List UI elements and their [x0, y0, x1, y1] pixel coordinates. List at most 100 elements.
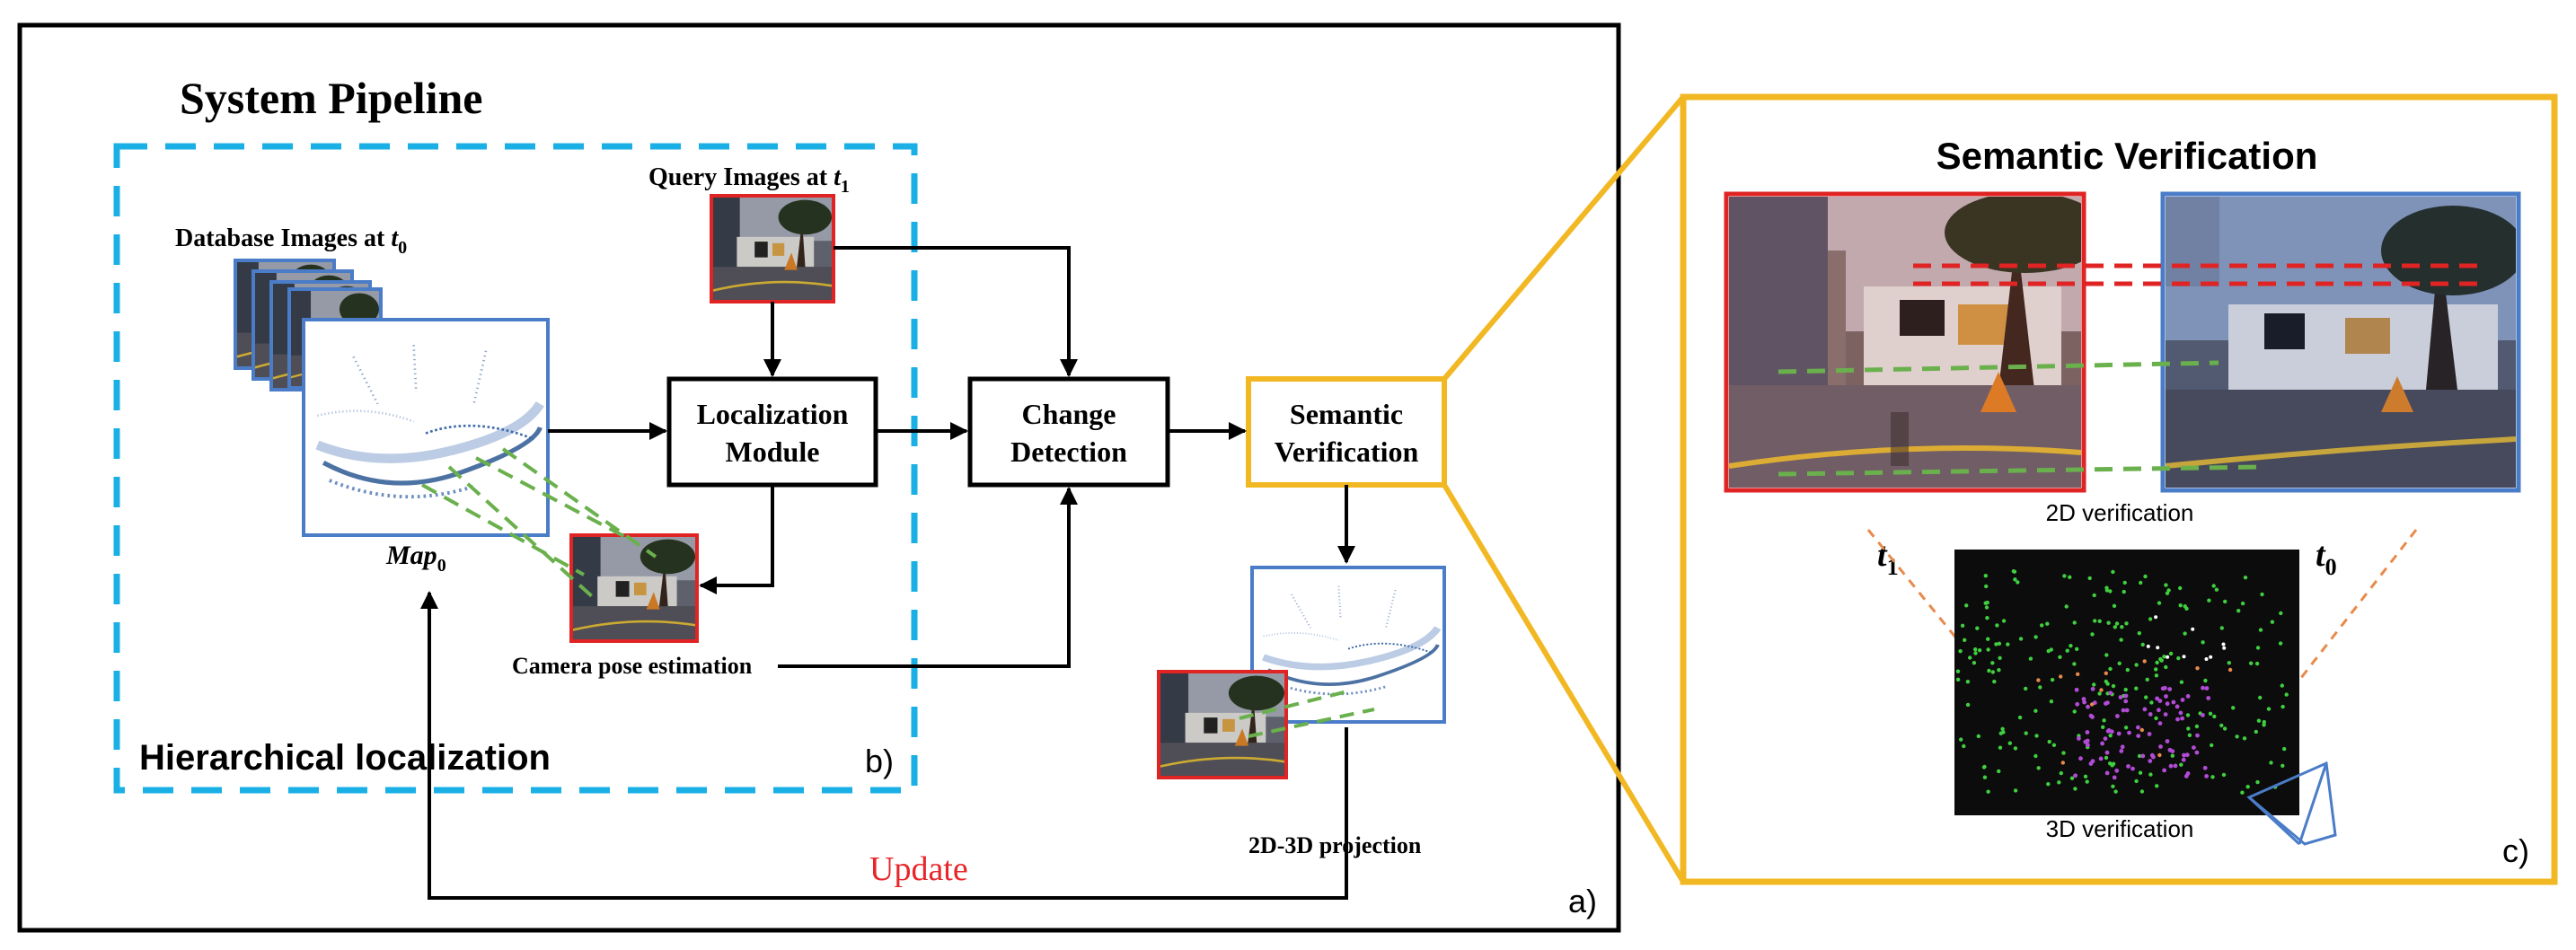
scatter-point: [2139, 789, 2145, 794]
scatter-point: [2148, 759, 2153, 763]
scatter-point: [2104, 653, 2109, 657]
panel-c-frame: [1680, 93, 2558, 885]
scatter-point: [2098, 756, 2104, 761]
scatter-point: [2072, 709, 2077, 714]
map-match-lines: [421, 447, 657, 599]
panel-a: System Pipeline a): [17, 22, 1621, 933]
scatter-point: [2204, 774, 2210, 778]
scatter-point: [2185, 713, 2191, 717]
scatter-point: [2115, 714, 2120, 718]
scatter-point: [2111, 683, 2116, 689]
scatter-points: [1955, 569, 2289, 795]
scatter-point: [1998, 655, 2002, 660]
scatter-point: [2221, 772, 2227, 778]
scatter-point: [2163, 685, 2167, 691]
scatter-point: [2145, 677, 2149, 682]
scatter-point: [2148, 712, 2153, 717]
scatter-point: [2236, 609, 2241, 613]
zoom-connectors: [1442, 95, 1686, 884]
scatter-point: [2222, 726, 2228, 731]
camera-pose-label: Camera pose estimation: [512, 653, 753, 679]
scatter-point: [2064, 604, 2069, 609]
scatter-point: [2222, 646, 2227, 650]
scatter-point: [2081, 697, 2086, 701]
scatter-point: [2007, 741, 2012, 745]
scatter-point: [2033, 753, 2038, 759]
scatter-point: [2089, 702, 2095, 707]
scatter-point: [2075, 701, 2080, 707]
scatter-point: [2065, 648, 2069, 653]
scatter-point: [2210, 775, 2215, 779]
scatter-point: [2086, 704, 2090, 709]
scatter-point: [2114, 621, 2120, 626]
scatter-point: [2108, 734, 2113, 738]
scatter-point: [2116, 731, 2122, 736]
scatter-point: [2130, 766, 2135, 771]
change-detection-line2: Detection: [1010, 435, 1127, 468]
scatter-point: [2068, 575, 2072, 579]
scatter-point: [2106, 620, 2111, 625]
scatter-point: [2045, 621, 2050, 626]
scatter-point: [2182, 752, 2186, 758]
scatter-point: [2049, 647, 2053, 652]
scatter-point: [1955, 677, 1961, 682]
database-images-label: Database Images at t0: [175, 224, 407, 258]
scatter-point: [2260, 592, 2264, 597]
scatter-point: [1958, 649, 1963, 654]
scatter-point: [2013, 788, 2018, 793]
scatter-point: [2185, 694, 2191, 699]
scatter-point: [1968, 655, 1972, 660]
scatter-point: [2047, 739, 2051, 744]
scatter-point: [2139, 580, 2143, 585]
scatter-point: [2162, 655, 2166, 659]
scatter-point: [1972, 661, 1977, 665]
camera-pose: Camera pose estimation: [512, 533, 753, 679]
scatter-point: [2099, 688, 2104, 692]
scatter-point: [2208, 711, 2213, 716]
scatter-point: [1995, 623, 1999, 628]
scatter-point: [2255, 646, 2261, 650]
scatter-point: [2178, 585, 2183, 591]
scatter-point: [1998, 745, 2003, 750]
scatter-point: [2203, 678, 2208, 683]
scatter-point: [2201, 713, 2205, 717]
scatter-point: [2157, 708, 2161, 713]
scatter-point: [2171, 699, 2176, 705]
scatter-point: [2113, 625, 2117, 629]
scatter-point: [2219, 723, 2224, 728]
scatter-point: [2102, 718, 2106, 723]
scatter-point: [2038, 685, 2042, 690]
scatter-point: [2258, 695, 2263, 700]
camera-frustum-icon: [2246, 761, 2337, 846]
scatter-point: [1976, 734, 1981, 739]
scatter-point: [1963, 638, 1967, 642]
scatter-point: [2013, 577, 2017, 582]
panel-c: Semantic Verification c): [1680, 93, 2558, 885]
scatter-point: [2057, 780, 2061, 785]
semantic-verification-box: Semantic Verification: [1246, 376, 1447, 488]
scatter-point: [2191, 627, 2195, 631]
scatter-point: [2104, 755, 2109, 761]
scatter-point: [2146, 644, 2150, 648]
scatter-point: [2049, 699, 2054, 704]
scatter-point: [2018, 637, 2024, 641]
scatter-point: [2149, 700, 2154, 705]
scatter-point: [2069, 644, 2073, 648]
arrow-localization-to-pose: [699, 485, 774, 594]
scatter-point: [2090, 632, 2095, 637]
scatter-point: [2269, 761, 2273, 765]
scatter-point: [2073, 773, 2078, 778]
scatter-point: [2108, 666, 2113, 672]
scatter-point: [2148, 617, 2153, 621]
scatter-point: [2140, 753, 2146, 759]
localization-module-line2: Module: [726, 435, 820, 468]
scatter-point: [2245, 785, 2250, 789]
scatter-point: [1975, 626, 1980, 630]
scatter-point: [2062, 574, 2067, 578]
scatter-point: [2228, 667, 2233, 673]
scatter-point: [2137, 753, 2142, 759]
scatter-point: [2073, 787, 2078, 791]
scatter-point: [2249, 661, 2254, 665]
scatter-point: [2170, 749, 2175, 753]
